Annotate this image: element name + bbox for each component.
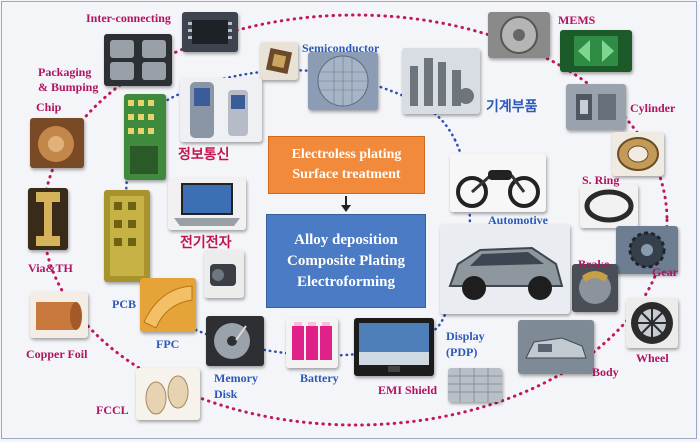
display-image (354, 318, 434, 376)
cylinder-image (566, 84, 626, 130)
label-copper-foil: Copper Foil (26, 347, 88, 361)
packaging-bumping-image (104, 34, 172, 86)
label-display: Display (446, 329, 485, 343)
wheel-image (626, 298, 678, 348)
label-via-th: Via&TH (28, 261, 73, 275)
copper-foil-image (30, 292, 88, 338)
label-wheel: Wheel (636, 351, 669, 365)
label-fpc: FPC (156, 337, 180, 351)
fccl-image (136, 368, 200, 420)
label-s-ring: S. Ring (582, 173, 620, 187)
brake-image (572, 264, 618, 312)
mems-device-image (560, 30, 632, 72)
battery-image (286, 318, 338, 368)
via-th-image (28, 188, 68, 250)
label-packaging: Packaging (38, 65, 92, 79)
label-automotive: Automotive (488, 213, 548, 227)
label-gear: Gear (652, 265, 678, 279)
bottom-box-line2: Composite Plating (287, 252, 405, 269)
inner-dotted-link-right (453, 138, 472, 242)
mems-gear-image (488, 12, 550, 58)
mobile-phones-image (180, 78, 262, 142)
label-bumping: & Bumping (38, 80, 99, 94)
emi-shield-image (448, 368, 502, 402)
label-electronics-ko: 전기전자 (180, 235, 232, 251)
semiconductor-wafer-image (308, 52, 378, 110)
label-memory: Memory (214, 371, 258, 385)
top-box-line1: Electroless plating (291, 147, 402, 162)
label-mems: MEMS (558, 13, 596, 27)
memory-disk-image (206, 316, 264, 366)
label-cylinder: Cylinder (630, 101, 676, 115)
bottom-box-line1: Alloy deposition (294, 231, 398, 248)
label-body: Body (592, 365, 619, 379)
electroless-plating-box: Electroless plating Surface treatment (268, 136, 425, 194)
label-inter-connecting: Inter-connecting (86, 11, 171, 25)
chip-image (30, 118, 84, 168)
gear-image (616, 226, 678, 274)
pcb-board-image (124, 94, 166, 180)
top-box-line2: Surface treatment (292, 167, 401, 182)
fpc-image (140, 278, 196, 332)
pcb-image (104, 190, 150, 282)
label-brake: Brake (578, 257, 610, 271)
label-fccl: FCCL (96, 403, 129, 417)
label-emi-shield: EMI Shield (378, 383, 438, 397)
machine-parts-image (402, 48, 480, 114)
label-disk: Disk (214, 387, 238, 401)
car-body-image (518, 320, 594, 374)
inter-connecting-image (182, 12, 238, 52)
label-chip: Chip (36, 100, 62, 114)
laptop-image (168, 178, 246, 230)
center-arrow-head (341, 205, 351, 212)
label-semiconductor: Semiconductor (302, 41, 380, 55)
s-ring-image (580, 184, 638, 228)
bearing-image (612, 132, 664, 176)
car-image (440, 224, 570, 314)
camcorder-image (204, 250, 244, 298)
label-pcb: PCB (112, 297, 136, 311)
label-info-comm-ko: 정보통신 (178, 147, 230, 163)
alloy-deposition-box: Alloy deposition Composite Plating Elect… (266, 214, 426, 308)
motorcycle-image (450, 154, 546, 212)
label-battery: Battery (300, 371, 339, 385)
semiconductor-chip-image (260, 42, 298, 80)
bottom-box-line3: Electroforming (296, 273, 396, 290)
label-machine-parts-ko: 기계부품 (486, 99, 538, 115)
label-pdp: (PDP) (446, 345, 478, 359)
